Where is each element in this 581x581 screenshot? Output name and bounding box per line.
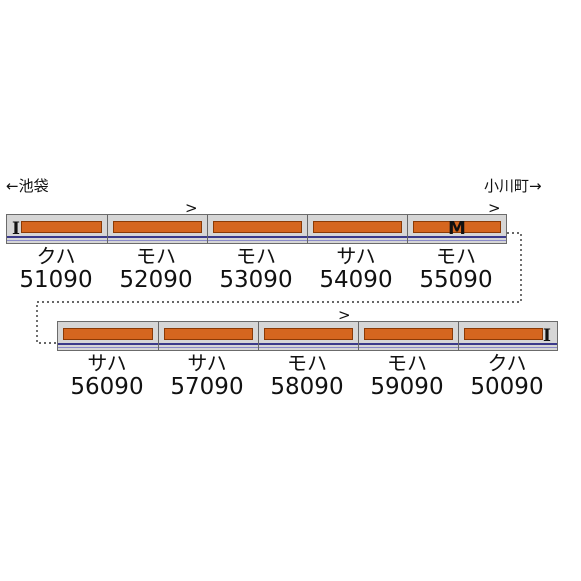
car-window — [21, 221, 102, 233]
end-mark: I — [12, 219, 20, 239]
car-stripe-lower — [7, 240, 107, 241]
car-type: クハ — [487, 351, 527, 375]
car-stripe-lower — [359, 347, 458, 348]
car-type: サハ — [187, 351, 227, 375]
car-window — [213, 221, 302, 233]
car-53090 — [207, 215, 307, 243]
car-stripe-lower — [408, 240, 506, 241]
car-number: 53090 — [219, 267, 293, 293]
train-row-1: I M — [6, 214, 507, 244]
car-59090 — [358, 322, 458, 350]
direction-chevron: > — [338, 306, 351, 324]
car-label-50090: クハ 50090 — [457, 352, 557, 400]
car-number: 50090 — [470, 374, 544, 400]
car-50090: I — [458, 322, 557, 350]
car-stripe — [459, 343, 557, 345]
car-number: 56090 — [70, 374, 144, 400]
car-type: モハ — [236, 244, 276, 268]
car-52090 — [107, 215, 207, 243]
car-stripe — [58, 343, 158, 345]
car-number: 54090 — [319, 267, 393, 293]
car-stripe — [308, 236, 407, 238]
car-label-56090: サハ 56090 — [57, 352, 157, 400]
car-56090 — [58, 322, 158, 350]
car-stripe-lower — [259, 347, 358, 348]
car-stripe-lower — [459, 347, 557, 348]
end-mark: I — [543, 326, 551, 346]
car-stripe-lower — [208, 240, 307, 241]
car-stripe-lower — [159, 347, 258, 348]
car-label-57090: サハ 57090 — [157, 352, 257, 400]
car-label-51090: クハ 51090 — [6, 245, 106, 293]
car-51090: I — [7, 215, 107, 243]
direction-right-label: 小川町→ — [484, 177, 542, 195]
car-window — [413, 221, 501, 233]
car-type: クハ — [36, 244, 76, 268]
car-window — [264, 328, 353, 340]
car-type: サハ — [336, 244, 376, 268]
car-54090 — [307, 215, 407, 243]
car-stripe — [7, 236, 107, 238]
car-window — [364, 328, 453, 340]
car-number: 52090 — [119, 267, 193, 293]
car-type: モハ — [136, 244, 176, 268]
direction-chevron: > — [185, 199, 198, 217]
car-stripe — [359, 343, 458, 345]
car-window — [464, 328, 543, 340]
car-57090 — [158, 322, 258, 350]
direction-chevron: > — [488, 199, 501, 217]
car-number: 51090 — [19, 267, 93, 293]
car-label-55090: モハ 55090 — [406, 245, 506, 293]
car-stripe-lower — [308, 240, 407, 241]
car-type: モハ — [287, 351, 327, 375]
car-label-53090: モハ 53090 — [206, 245, 306, 293]
direction-left-label: ←池袋 — [6, 177, 49, 195]
car-label-58090: モハ 58090 — [257, 352, 357, 400]
car-type: サハ — [87, 351, 127, 375]
car-type: モハ — [436, 244, 476, 268]
car-number: 59090 — [370, 374, 444, 400]
car-window — [313, 221, 402, 233]
car-window — [164, 328, 253, 340]
car-window — [113, 221, 202, 233]
car-58090 — [258, 322, 358, 350]
car-stripe — [159, 343, 258, 345]
car-label-54090: サハ 54090 — [306, 245, 406, 293]
car-stripe — [408, 236, 506, 238]
car-type: モハ — [387, 351, 427, 375]
car-stripe-lower — [58, 347, 158, 348]
car-number: 58090 — [270, 374, 344, 400]
car-stripe — [108, 236, 207, 238]
car-stripe-lower — [108, 240, 207, 241]
train-row-2: I — [57, 321, 558, 351]
car-number: 57090 — [170, 374, 244, 400]
car-label-59090: モハ 59090 — [357, 352, 457, 400]
motor-mark: M — [448, 218, 466, 239]
car-stripe — [259, 343, 358, 345]
car-number: 55090 — [419, 267, 493, 293]
car-window — [63, 328, 153, 340]
car-55090: M — [407, 215, 506, 243]
car-label-52090: モハ 52090 — [106, 245, 206, 293]
car-stripe — [208, 236, 307, 238]
